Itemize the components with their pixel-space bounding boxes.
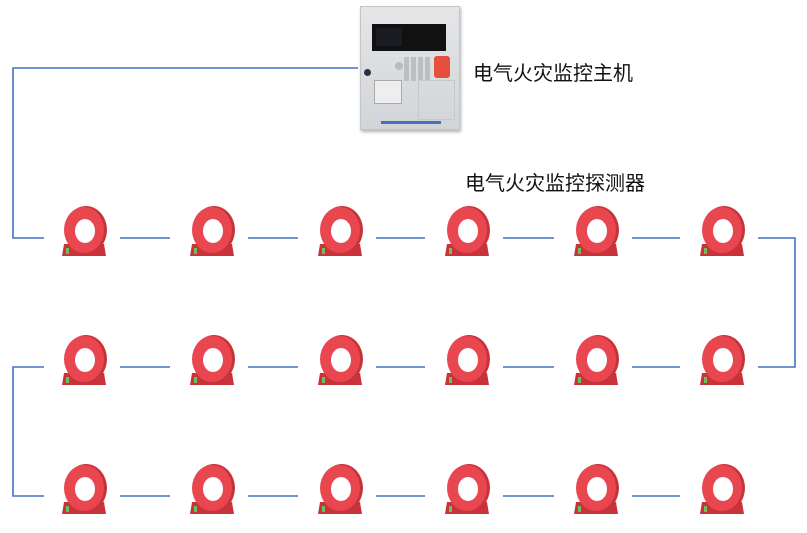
detector-terminal [578, 377, 581, 383]
detector-ring-hole [713, 219, 733, 243]
detector-terminal [322, 377, 325, 383]
host-label: 电气火灾监控主机 [473, 61, 633, 85]
detector-terminal [704, 248, 707, 254]
monitoring-host-panel [360, 6, 460, 130]
detector-terminal [449, 377, 452, 383]
host-keypad [404, 57, 430, 81]
row-link-wire-right [758, 237, 796, 368]
detector-ring-hole [331, 477, 351, 501]
detector-ring-hole [203, 348, 223, 372]
detector-ring-hole [203, 477, 223, 501]
host-display [372, 24, 446, 51]
detector-terminal [449, 506, 452, 512]
panel-door [418, 80, 455, 120]
detector-terminal [578, 248, 581, 254]
detector-ring-hole [587, 219, 607, 243]
brand-logo [381, 121, 441, 124]
detector-terminal [66, 377, 69, 383]
detector-ring-hole [75, 219, 95, 243]
detector-ring-hole [75, 348, 95, 372]
detector-terminal [194, 248, 197, 254]
detector-ring-hole [713, 477, 733, 501]
detector-terminal [704, 377, 707, 383]
printer-slot [374, 80, 402, 104]
detector-terminal [194, 377, 197, 383]
detector-ring-hole [203, 219, 223, 243]
lock-icon [364, 69, 371, 76]
direction-keys [434, 56, 450, 78]
detector-terminal [578, 506, 581, 512]
detector-ring-hole [587, 348, 607, 372]
row-link-wire-left [12, 366, 44, 497]
detector-ring-hole [713, 348, 733, 372]
detector-label: 电气火灾监控探测器 [465, 171, 645, 195]
detector-terminal [66, 248, 69, 254]
detector-terminal [194, 506, 197, 512]
detector-ring-hole [587, 477, 607, 501]
detector-terminal [449, 248, 452, 254]
detector-terminal [704, 506, 707, 512]
host-bus-wire [12, 67, 358, 239]
speaker-icon [395, 62, 403, 70]
detector-ring-hole [331, 219, 351, 243]
detector-ring-hole [331, 348, 351, 372]
detector-terminal [66, 506, 69, 512]
detector-ring-hole [458, 348, 478, 372]
detector-terminal [322, 248, 325, 254]
detector-ring-hole [75, 477, 95, 501]
detector-ring-hole [458, 219, 478, 243]
detector-terminal [322, 506, 325, 512]
detector-ring-hole [458, 477, 478, 501]
